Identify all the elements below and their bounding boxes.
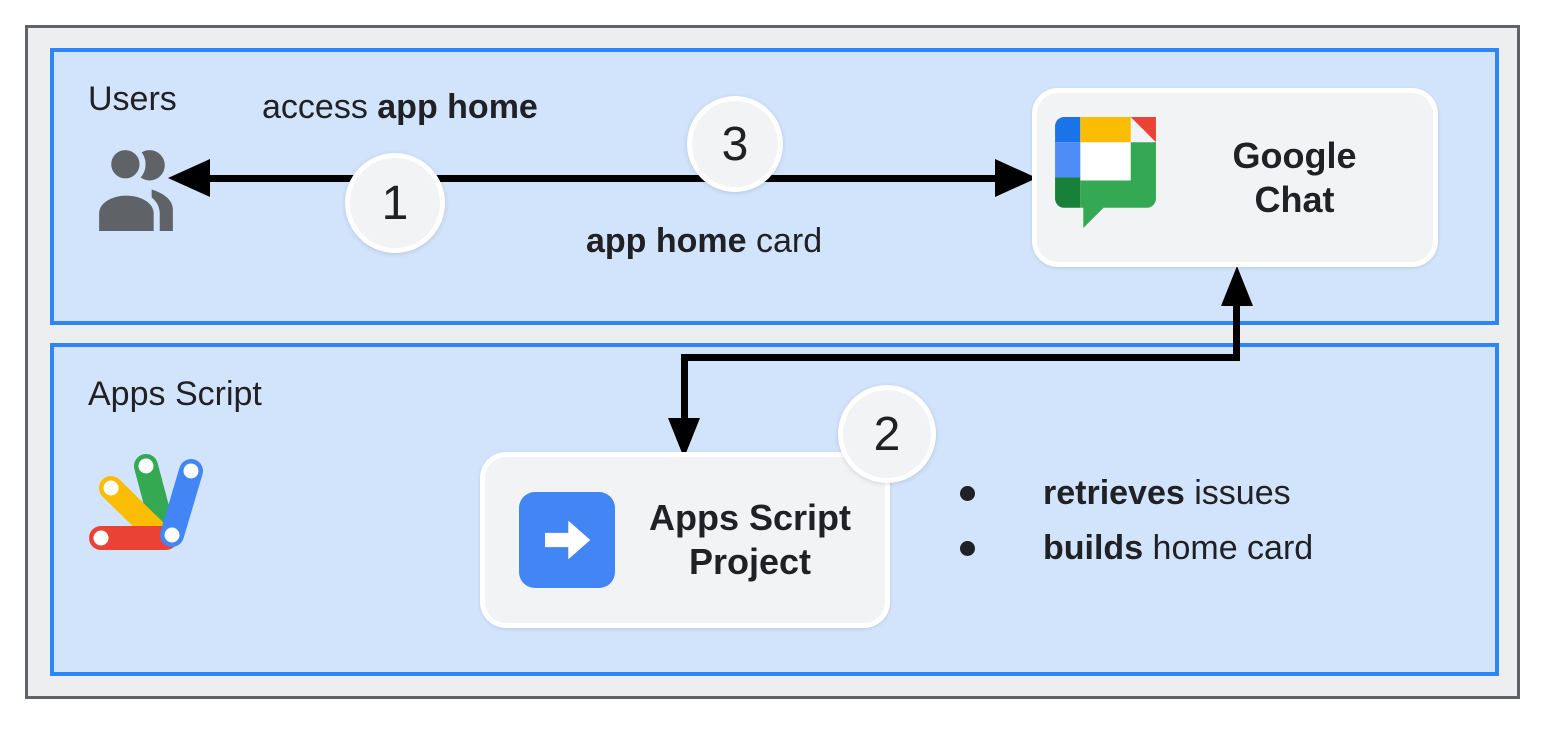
edge-label-access-regular: access [262, 88, 378, 126]
google-chat-logo-icon [1055, 117, 1156, 238]
apps-script-project-label-line1: Apps Script [648, 497, 852, 539]
google-chat-node: Google Chat [1032, 88, 1438, 267]
bullet-regular: home card [1143, 528, 1314, 567]
step-badge-2: 2 [838, 385, 936, 483]
arrowhead-right-icon [995, 159, 1037, 197]
apps-script-logo-icon [84, 450, 208, 557]
bullet-dot-icon [960, 485, 975, 501]
bullet-bold: retrieves [1043, 473, 1185, 512]
google-chat-label: Google Chat [1156, 134, 1433, 222]
step2-bullet-list: retrieves issues builds home card [960, 471, 1313, 581]
list-item: builds home card [960, 526, 1313, 570]
arrow-users-chat-line [205, 175, 1000, 182]
arrowhead-down-icon [668, 418, 700, 458]
arrowhead-left-icon [168, 159, 210, 197]
google-chat-label-line1: Google [1232, 134, 1357, 176]
arrow-elbow-vertical-left [681, 358, 688, 420]
edge-label-card-bold: app home [586, 222, 747, 260]
project-arrow-icon [519, 492, 615, 588]
step-badge-1: 1 [345, 153, 445, 253]
arrowhead-up-icon [1221, 266, 1253, 306]
bullet-dot-icon [960, 540, 975, 556]
apps-script-project-node: Apps Script Project [480, 452, 890, 628]
apps-script-project-label: Apps Script Project [615, 496, 885, 584]
bullet-regular: issues [1184, 473, 1291, 512]
edge-label-access-bold: app home [377, 88, 538, 126]
bullet-text-retrieves: retrieves issues [1043, 474, 1291, 513]
edge-label-app-home-card: app home card [586, 222, 822, 261]
google-chat-label-line2: Chat [1254, 178, 1335, 220]
step-badge-3: 3 [687, 96, 783, 192]
edge-label-access-app-home: access app home [262, 88, 538, 127]
users-panel-label: Users [88, 80, 177, 118]
apps-script-panel-label: Apps Script [88, 375, 262, 413]
arrow-elbow-horizontal [681, 354, 1240, 361]
bullet-bold: builds [1043, 528, 1144, 567]
users-icon [88, 138, 185, 239]
bullet-text-builds: builds home card [1043, 529, 1313, 568]
edge-label-card-regular: card [746, 222, 823, 260]
list-item: retrieves issues [960, 471, 1313, 515]
arrow-elbow-vertical-right [1233, 302, 1240, 360]
apps-script-project-label-line2: Project [688, 541, 812, 582]
